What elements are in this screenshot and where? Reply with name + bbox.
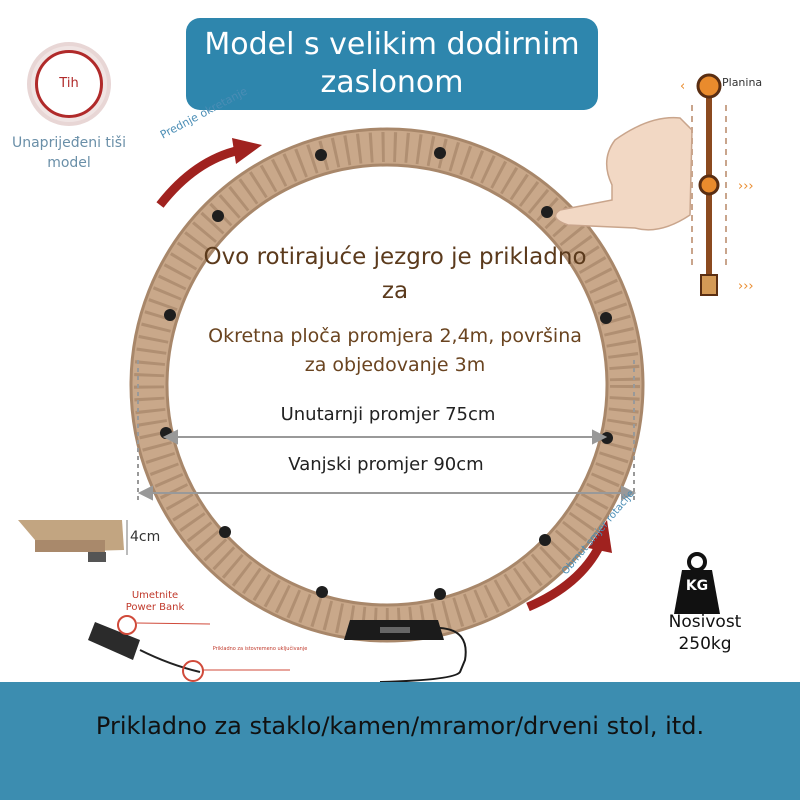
- footer-text: Prikladno za staklo/kamen/mramor/drveni …: [95, 712, 705, 740]
- inner-dimension-line: [162, 429, 608, 445]
- reverse-rotation-arrow: [526, 542, 605, 612]
- svg-text:›››: ›››: [738, 279, 754, 294]
- weight-icon: [674, 552, 720, 614]
- height-rail: ››› ››› ‹: [680, 73, 754, 296]
- forward-rotation-arrow: [156, 145, 242, 208]
- page-title: Model s velikim dodirnim zaslonom: [186, 18, 598, 110]
- outer-dimension-line: [137, 360, 637, 501]
- ring-bearings: [160, 147, 613, 600]
- power-note: Prikladno za istovremeno uključivanje: [212, 646, 308, 652]
- core-title: Ovo rotirajuće jezgro je prikladno za: [203, 244, 587, 304]
- outer-diameter-label: Vanjski promjer 90cm: [270, 454, 502, 475]
- weight-unit-label: KG: [685, 578, 709, 594]
- footer-band: Prikladno za staklo/kamen/mramor/drveni …: [0, 682, 800, 800]
- quiet-caption: Unaprijeđeni tiši model: [11, 135, 126, 171]
- motor-base: [344, 620, 467, 683]
- power-bank: [88, 615, 290, 682]
- quiet-badge-label: Tih: [35, 50, 103, 118]
- rail-label: Planina: [722, 76, 763, 89]
- hand-illustration: [554, 116, 693, 231]
- inner-diameter-label: Unutarnji promjer 75cm: [262, 404, 514, 425]
- height-label: 4cm: [130, 529, 161, 545]
- power-bank-label: Umetnite Power Bank: [125, 590, 185, 613]
- quiet-badge: Tih: [27, 42, 111, 126]
- capacity-label: Nosivost 250kg: [668, 612, 742, 654]
- base-profile: [18, 520, 128, 562]
- core-subtitle: Okretna ploča promjera 2,4m, površina za…: [208, 325, 582, 376]
- svg-text:‹: ‹: [680, 79, 685, 94]
- svg-text:›››: ›››: [738, 179, 754, 194]
